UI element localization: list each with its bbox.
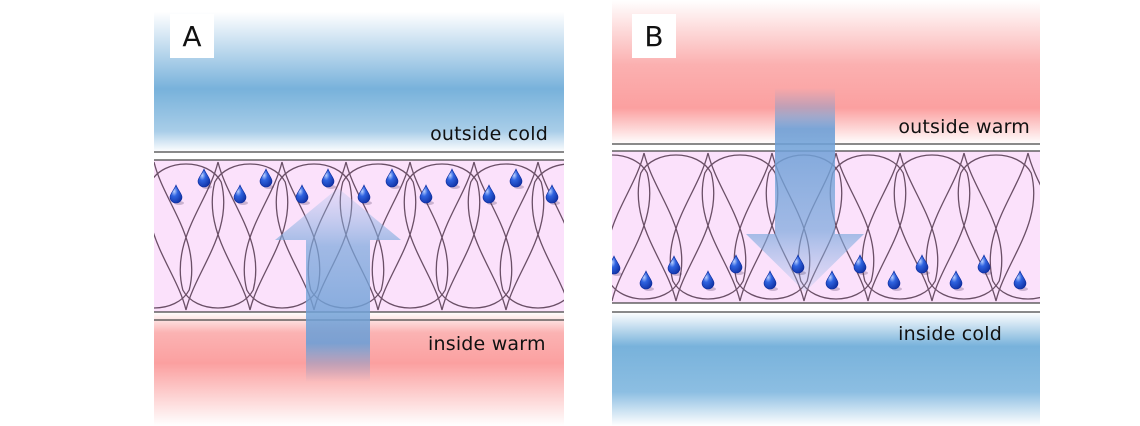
droplet-icon <box>949 270 963 290</box>
fiber-loop <box>179 161 257 309</box>
panel-b-diagram <box>612 0 1040 426</box>
droplet-icon <box>763 270 777 290</box>
fiber-loop <box>925 152 1003 300</box>
droplet-icon <box>482 184 496 204</box>
fiber-loop <box>154 161 193 309</box>
fiber-loop <box>467 163 545 311</box>
vapor-flow-arrow-up <box>275 188 401 382</box>
droplet-icon <box>197 168 211 188</box>
fiber-loop <box>403 163 481 311</box>
water-droplets <box>612 254 1028 291</box>
droplet-icon <box>259 168 273 188</box>
fiber-loop <box>637 154 715 302</box>
droplet-icon <box>612 255 621 275</box>
inside-label: inside warm <box>428 333 546 355</box>
droplet-icon <box>1013 270 1027 290</box>
droplet-icon <box>321 168 335 188</box>
fiber-loop <box>154 163 225 311</box>
droplet-icon <box>825 270 839 290</box>
fiber-loop <box>612 154 651 302</box>
fiber-loop <box>669 152 747 300</box>
droplet-icon <box>977 254 991 274</box>
fiber-loop <box>957 154 1035 302</box>
vapor-flow-arrow-down <box>746 88 864 292</box>
droplet-icon <box>791 254 805 274</box>
panel-letter: A <box>170 14 214 58</box>
fiber-loop <box>211 163 289 311</box>
outside-label: outside cold <box>430 123 548 145</box>
panel-b: B outside warm inside cold <box>612 0 1040 426</box>
fiber-loop <box>499 161 564 309</box>
droplet-icon <box>667 255 681 275</box>
fiber-loop <box>893 154 971 302</box>
droplet-icon <box>295 184 309 204</box>
panel-a: A outside cold inside warm <box>154 0 564 426</box>
droplet-icon <box>729 254 743 274</box>
outside-cold-zone <box>154 12 564 152</box>
droplet-icon <box>509 168 523 188</box>
droplet-icon <box>701 270 715 290</box>
fiber-loop <box>371 161 449 309</box>
droplet-icon <box>169 184 183 204</box>
droplet-icon <box>639 270 653 290</box>
droplet-icon <box>385 168 399 188</box>
water-droplets <box>169 168 560 205</box>
droplet-icon <box>445 168 459 188</box>
droplet-icon <box>357 184 371 204</box>
panel-a-diagram <box>154 12 564 426</box>
droplet-icon <box>887 270 901 290</box>
fiber-loop <box>989 152 1040 300</box>
panel-letter: B <box>632 14 676 58</box>
droplet-icon <box>853 254 867 274</box>
droplet-icon <box>233 184 247 204</box>
inside-cold-zone <box>612 312 1040 426</box>
droplet-icon <box>419 184 433 204</box>
fiber-loop <box>531 163 564 294</box>
inside-label: inside cold <box>898 323 1002 345</box>
droplet-icon <box>915 254 929 274</box>
fiber-loop <box>435 161 513 309</box>
fiber-loop <box>861 152 939 300</box>
fiber-loop <box>612 152 683 300</box>
outside-label: outside warm <box>898 116 1030 138</box>
droplet-icon <box>545 184 559 204</box>
